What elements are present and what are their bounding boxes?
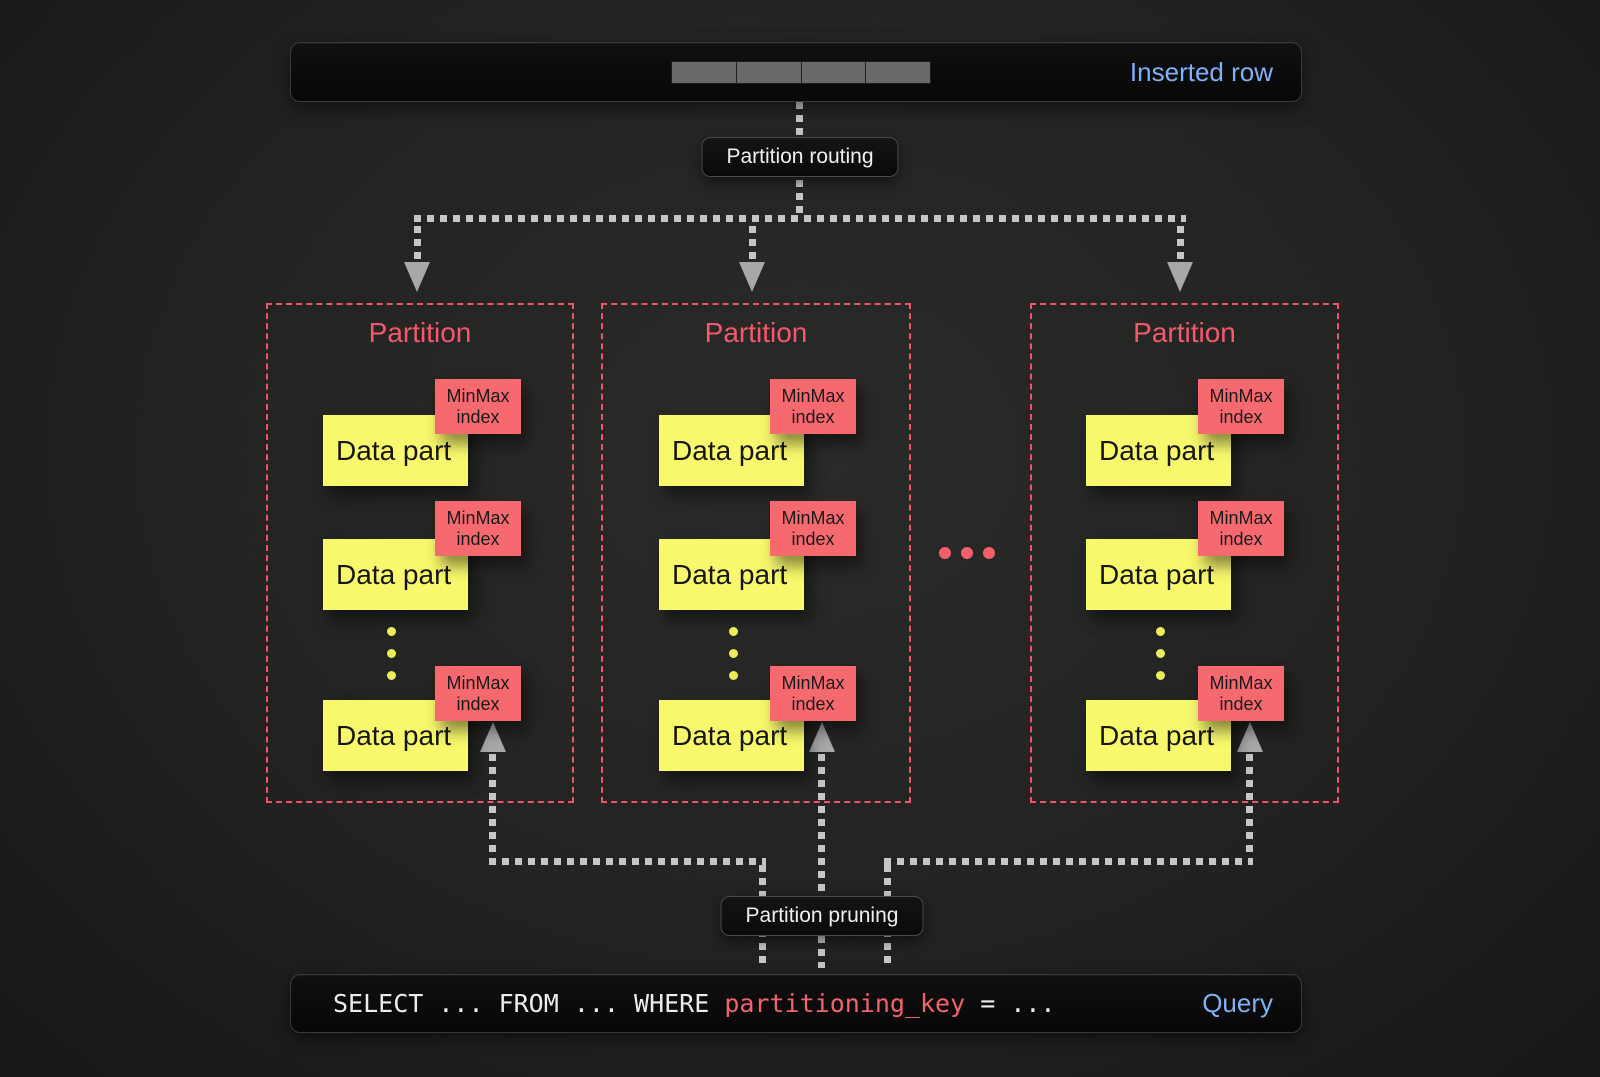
minmax-index-tag: MinMax index: [435, 666, 521, 721]
row-segment: [672, 62, 737, 83]
inserted-row-bar: Inserted row: [290, 42, 1302, 102]
dotted-connector: [489, 858, 766, 865]
partition-box: Partition Data part MinMax index Data pa…: [1030, 303, 1339, 803]
more-partitions-ellipsis: [939, 547, 995, 559]
minmax-label-line1: MinMax: [446, 385, 510, 406]
query-label: Query: [1202, 988, 1273, 1018]
minmax-label-line1: MinMax: [1209, 385, 1273, 406]
more-parts-ellipsis: [729, 627, 738, 680]
partition-pruning-label: Partition pruning: [720, 896, 924, 936]
query-bar: SELECT ... FROM ... WHERE partitioning_k…: [290, 974, 1302, 1033]
inserted-row-label: Inserted row: [1129, 56, 1273, 87]
row-segment: [801, 62, 867, 83]
data-part-box: Data part: [1086, 415, 1231, 486]
dotted-connector: [489, 754, 496, 858]
dotted-connector: [1246, 754, 1253, 858]
minmax-label-line1: MinMax: [446, 672, 510, 693]
dotted-connector: [884, 858, 1253, 865]
arrow-up-icon: [480, 722, 506, 752]
minmax-index-tag: MinMax index: [1198, 379, 1284, 434]
partition-routing-label: Partition routing: [701, 137, 899, 177]
minmax-index-tag: MinMax index: [770, 666, 856, 721]
minmax-label-line2: index: [791, 693, 835, 714]
dotted-connector: [414, 226, 421, 262]
minmax-index-tag: MinMax index: [770, 501, 856, 556]
arrow-down-icon: [1167, 262, 1193, 292]
more-parts-ellipsis: [1156, 627, 1165, 680]
partition-title: Partition: [368, 317, 472, 348]
data-part-box: Data part: [323, 700, 468, 771]
arrow-up-icon: [809, 722, 835, 752]
minmax-index-tag: MinMax index: [435, 379, 521, 434]
sql-before: SELECT ... FROM ... WHERE: [333, 989, 725, 1018]
minmax-label-line1: MinMax: [1209, 507, 1273, 528]
row-segments: [671, 61, 931, 84]
dotted-connector: [818, 754, 825, 968]
minmax-label-line2: index: [456, 528, 500, 549]
dotted-connector: [1177, 226, 1184, 262]
minmax-label-line1: MinMax: [781, 385, 845, 406]
partition-box: Partition Data part MinMax index Data pa…: [266, 303, 574, 803]
partition-title: Partition: [1133, 317, 1236, 348]
arrow-down-icon: [404, 262, 430, 292]
row-segment: [866, 62, 930, 83]
minmax-label-line1: MinMax: [446, 507, 510, 528]
minmax-label-line1: MinMax: [781, 507, 845, 528]
minmax-index-tag: MinMax index: [1198, 666, 1284, 721]
sql-after: = ...: [965, 989, 1056, 1018]
minmax-label-line2: index: [456, 406, 500, 427]
more-parts-ellipsis: [387, 627, 396, 680]
minmax-index-tag: MinMax index: [770, 379, 856, 434]
minmax-label-line1: MinMax: [781, 672, 845, 693]
minmax-label-line2: index: [791, 406, 835, 427]
row-segment: [736, 62, 802, 83]
minmax-label-line2: index: [1219, 528, 1263, 549]
sql-partitioning-key: partitioning_key: [724, 989, 966, 1018]
minmax-label-line2: index: [1219, 693, 1263, 714]
minmax-label-line2: index: [456, 693, 500, 714]
minmax-index-tag: MinMax index: [1198, 501, 1284, 556]
sql-query-text: SELECT ... FROM ... WHERE partitioning_k…: [333, 975, 1055, 1032]
dotted-connector: [749, 226, 756, 262]
arrow-down-icon: [739, 262, 765, 292]
dotted-connector: [414, 215, 1186, 222]
minmax-label-line2: index: [1219, 406, 1263, 427]
partition-title: Partition: [704, 317, 808, 348]
arrow-up-icon: [1237, 722, 1263, 752]
partition-box: Partition Data part MinMax index Data pa…: [601, 303, 911, 803]
minmax-index-tag: MinMax index: [435, 501, 521, 556]
minmax-label-line1: MinMax: [1209, 672, 1273, 693]
minmax-label-line2: index: [791, 528, 835, 549]
